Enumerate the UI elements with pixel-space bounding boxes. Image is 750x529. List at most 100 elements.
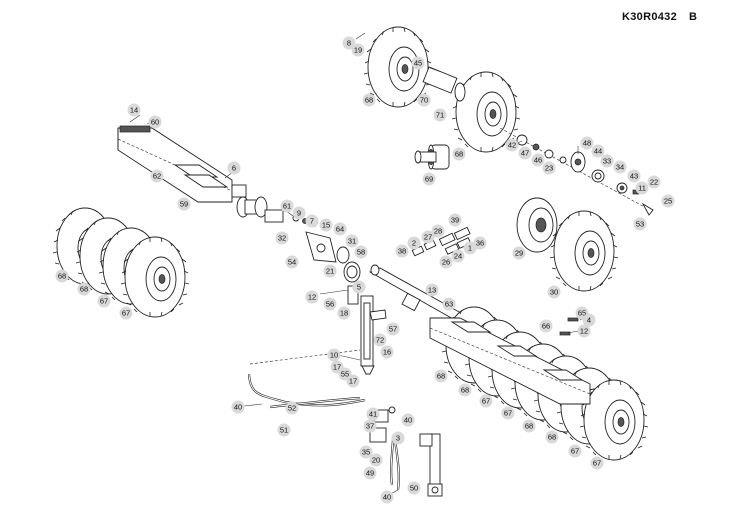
- callout-number: 27: [424, 233, 432, 242]
- left-tire-stack: [52, 207, 190, 318]
- main-axle-tube: [368, 264, 471, 325]
- callout-bubble: [391, 431, 405, 445]
- callout-18: 18: [337, 306, 351, 320]
- callout-66: 66: [539, 319, 553, 333]
- callout-bubble: [434, 369, 448, 383]
- callout-number: 34: [616, 163, 624, 172]
- callout-bubble: [439, 255, 453, 269]
- callout-number: 59: [180, 200, 188, 209]
- callout-56: 56: [323, 297, 337, 311]
- callout-67: 67: [479, 394, 493, 408]
- callout-number: 67: [482, 397, 490, 406]
- callout-number: 46: [534, 156, 542, 165]
- callout-bubble: [431, 224, 445, 238]
- callout-31: 31: [345, 234, 359, 248]
- callout-4: 4: [582, 313, 596, 327]
- callout-bubble: [366, 407, 380, 421]
- callout-number: 16: [383, 348, 391, 357]
- front-frame-beam: [117, 125, 247, 203]
- callout-number: 25: [664, 197, 672, 206]
- callout-number: 17: [333, 363, 341, 372]
- rear-bolts: [559, 317, 579, 336]
- callout-21: 21: [323, 264, 337, 278]
- callout-24: 24: [451, 249, 465, 263]
- callout-15: 15: [319, 218, 333, 232]
- callout-bubble: [401, 413, 415, 427]
- callout-14: 14: [127, 103, 141, 117]
- callout-63: 63: [442, 297, 456, 311]
- callout-bubble: [600, 154, 614, 168]
- callout-number: 17: [349, 377, 357, 386]
- callout-number: 44: [594, 147, 602, 156]
- callout-number: 18: [340, 309, 348, 318]
- callout-35: 35: [359, 445, 373, 459]
- callout-bubble: [275, 231, 289, 245]
- lower-cylinder: [419, 433, 443, 497]
- callout-45: 45: [411, 56, 425, 70]
- callout-20: 20: [369, 453, 383, 467]
- callout-68: 68: [452, 147, 466, 161]
- callout-number: 68: [525, 422, 533, 431]
- callout-bubble: [635, 181, 649, 195]
- callout-number: 51: [280, 426, 288, 435]
- callout-bubble: [369, 453, 383, 467]
- callout-12: 12: [577, 324, 591, 338]
- callout-number: 14: [130, 106, 138, 115]
- callout-49: 49: [363, 466, 377, 480]
- callout-25: 25: [661, 194, 675, 208]
- callout-5: 5: [352, 280, 366, 294]
- callout-number: 54: [288, 258, 296, 267]
- callout-number: 31: [348, 237, 356, 246]
- callout-bubble: [292, 206, 306, 220]
- callout-bubble: [362, 93, 376, 107]
- callout-number: 28: [434, 227, 442, 236]
- callout-bubble: [395, 244, 409, 258]
- callout-bubble: [407, 481, 421, 495]
- lift-cylinder: [347, 285, 387, 375]
- callout-number: 21: [326, 267, 334, 276]
- callout-bubble: [285, 401, 299, 415]
- callout-67: 67: [590, 456, 604, 470]
- callout-17: 17: [346, 374, 360, 388]
- callout-30: 30: [547, 285, 561, 299]
- callout-40: 40: [231, 400, 245, 414]
- callout-number: 15: [322, 221, 330, 230]
- callout-67: 67: [501, 406, 515, 420]
- callout-number: 72: [376, 336, 384, 345]
- callout-bubble: [363, 466, 377, 480]
- callout-number: 22: [650, 178, 658, 187]
- callout-67: 67: [119, 306, 133, 320]
- callout-number: 40: [404, 416, 412, 425]
- callout-68: 68: [545, 430, 559, 444]
- callout-68: 68: [522, 419, 536, 433]
- callout-bubble: [580, 136, 594, 150]
- callout-bubble: [305, 290, 319, 304]
- callout-50: 50: [407, 481, 421, 495]
- callout-bubble: [522, 419, 536, 433]
- callout-bubble: [277, 423, 291, 437]
- callout-bubble: [452, 147, 466, 161]
- callout-bubble: [647, 175, 661, 189]
- callout-bubble: [512, 246, 526, 260]
- callout-number: 3: [396, 434, 400, 443]
- callout-number: 20: [372, 456, 380, 465]
- callout-number: 57: [389, 325, 397, 334]
- callout-number: 32: [278, 234, 286, 243]
- callout-46: 46: [531, 153, 545, 167]
- callout-number: 68: [437, 372, 445, 381]
- callout-34: 34: [613, 160, 627, 174]
- callout-bubble: [380, 345, 394, 359]
- callout-number: 5: [357, 283, 361, 292]
- callout-number: 52: [288, 404, 296, 413]
- leader-lines: [129, 32, 591, 498]
- callout-62: 62: [150, 169, 164, 183]
- callout-number: 56: [326, 300, 334, 309]
- callout-70: 70: [417, 93, 431, 107]
- callout-44: 44: [591, 144, 605, 158]
- callout-number: 67: [504, 409, 512, 418]
- callout-68: 68: [77, 282, 91, 296]
- callout-number: 40: [383, 493, 391, 502]
- drawing-revision: B: [689, 11, 698, 23]
- callout-bubble: [473, 236, 487, 250]
